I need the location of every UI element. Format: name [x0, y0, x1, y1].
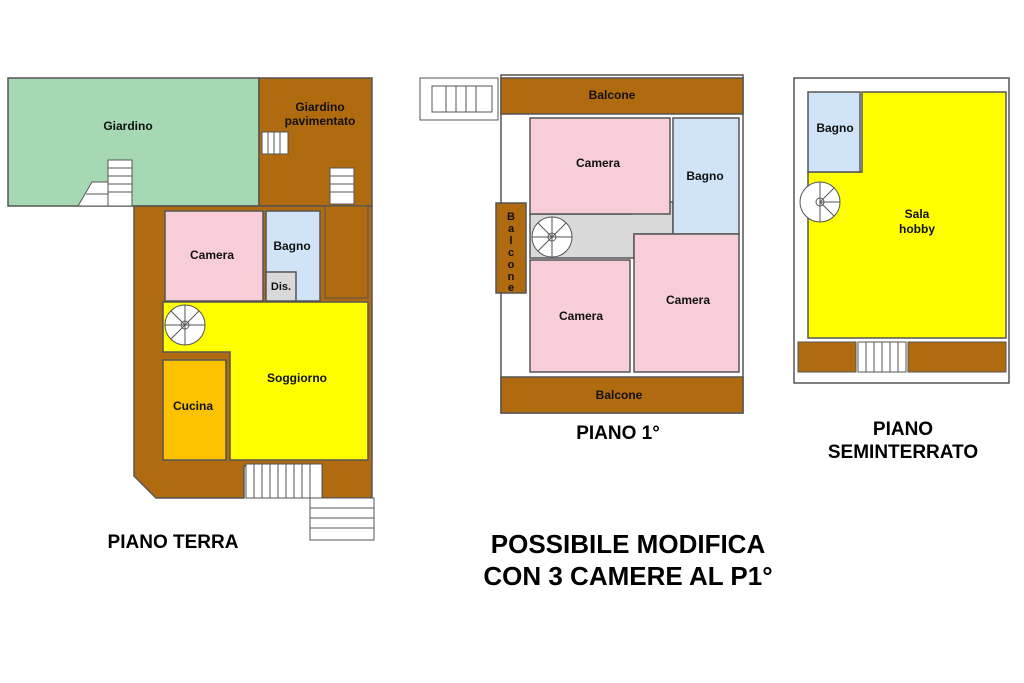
ground-entrance-stairs — [245, 463, 375, 541]
basement-plan: Bagno Sala hobby — [793, 77, 1010, 384]
ground-spiral-stair — [164, 304, 206, 346]
first-floor-bedroom-top — [529, 117, 671, 215]
svg-text:n: n — [508, 271, 515, 283]
first-floor-side-balcony — [495, 202, 527, 294]
basement-bathroom — [807, 91, 861, 173]
garden-stairs — [77, 159, 133, 207]
label-paved-1: Giardino — [295, 100, 344, 114]
ground-right-strip — [324, 205, 369, 299]
label-ground-closet: Dis. — [271, 281, 291, 293]
basement-hobby-room — [807, 91, 1007, 339]
modification-note-line1: POSSIBILE MODIFICA — [490, 529, 766, 559]
label-bottom-balcony: Balcone — [596, 388, 643, 402]
first-floor-top-balcony — [500, 77, 744, 115]
svg-text:l: l — [509, 235, 512, 247]
label-living-room: Soggiorno — [267, 371, 327, 385]
ground-floor-title: PIANO TERRA — [107, 532, 239, 553]
first-floor-spiral-stair — [531, 216, 573, 258]
label-side-balcony: B a l c o n e — [507, 211, 515, 294]
svg-text:B: B — [507, 211, 515, 223]
basement-title-line1: PIANO — [872, 419, 934, 440]
label-top-balcony: Balcone — [589, 88, 636, 102]
label-ground-bedroom: Camera — [190, 248, 234, 262]
svg-text:c: c — [508, 247, 514, 259]
ground-living-room — [162, 301, 369, 461]
label-first-bedroom-left: Camera — [559, 309, 603, 323]
label-hobby-1: Sala — [905, 207, 930, 221]
first-floor-bedroom-left — [529, 259, 631, 373]
label-paved-2: pavimentato — [285, 114, 356, 128]
basement-title-line2: SEMINTERRATO — [827, 442, 979, 463]
label-first-bedroom-top: Camera — [576, 156, 620, 170]
first-floor-plan: Balcone Balcone Camera Bagno Camera Came… — [419, 74, 744, 414]
first-floor-title: PIANO 1° — [576, 423, 660, 444]
label-ground-bathroom: Bagno — [273, 239, 310, 253]
basement-spiral-stair — [799, 181, 841, 223]
basement-stairs — [857, 341, 907, 373]
ground-kitchen — [162, 359, 227, 461]
label-first-bathroom: Bagno — [686, 169, 723, 183]
ground-floor-plan: Giardino Giardino pavimentato Camera Bag… — [7, 77, 375, 541]
basement-paved-left — [797, 341, 857, 373]
label-garden: Giardino — [103, 119, 152, 133]
first-floor-outer-stairs — [419, 77, 499, 121]
label-kitchen: Cucina — [173, 399, 213, 413]
ground-closet — [265, 271, 297, 302]
svg-text:o: o — [508, 259, 515, 271]
ground-bedroom — [164, 210, 264, 302]
basement-paved-right — [907, 341, 1007, 373]
label-basement-bathroom: Bagno — [816, 121, 853, 135]
svg-text:a: a — [508, 223, 515, 235]
paved-garden-stairs — [261, 131, 355, 205]
label-hobby-2: hobby — [899, 222, 935, 236]
label-first-bedroom-right: Camera — [666, 293, 710, 307]
first-floor-bottom-balcony — [500, 376, 744, 414]
svg-text:e: e — [508, 282, 514, 294]
modification-note-line2: CON 3 CAMERE AL P1° — [483, 561, 773, 591]
garden-area — [7, 77, 260, 207]
first-floor-bedroom-right — [633, 233, 740, 373]
